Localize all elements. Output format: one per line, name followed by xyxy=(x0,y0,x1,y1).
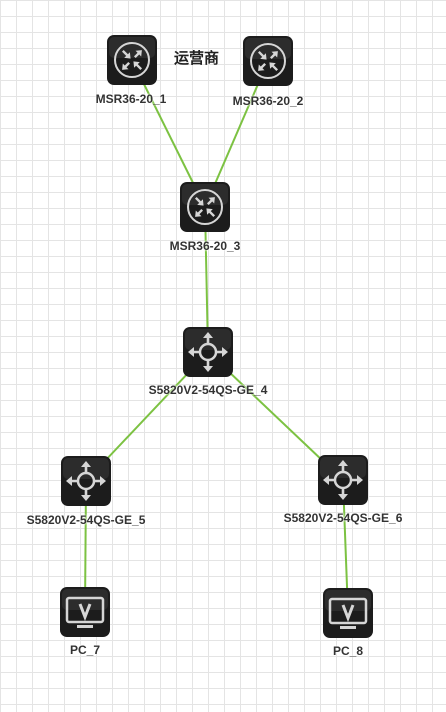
device-body xyxy=(60,587,110,637)
device-pc8[interactable] xyxy=(323,588,373,638)
nodes-layer xyxy=(60,35,373,638)
device-body xyxy=(323,588,373,638)
router-icon xyxy=(250,43,286,79)
switch-icon xyxy=(66,461,106,501)
device-s4[interactable] xyxy=(183,327,233,377)
switch-icon xyxy=(188,332,228,372)
device-label-s4: S5820V2-54QS-GE_4 xyxy=(148,383,268,397)
switch-icon xyxy=(323,460,363,500)
pc-monitor-icon xyxy=(328,597,368,629)
device-body xyxy=(318,455,368,505)
device-label-pc8: PC_8 xyxy=(332,644,364,658)
router-icon xyxy=(187,189,223,225)
device-body xyxy=(61,456,111,506)
device-label-r3: MSR36-20_3 xyxy=(169,239,241,253)
pc-monitor-icon xyxy=(65,596,105,628)
carrier-annotation: 运营商 xyxy=(174,49,220,67)
device-label-s5: S5820V2-54QS-GE_5 xyxy=(26,513,146,527)
device-pc7[interactable] xyxy=(60,587,110,637)
device-r2[interactable] xyxy=(243,36,293,86)
device-label-pc7: PC_7 xyxy=(69,643,101,657)
device-s5[interactable] xyxy=(61,456,111,506)
device-body xyxy=(183,327,233,377)
device-label-r2: MSR36-20_2 xyxy=(232,94,304,108)
router-icon xyxy=(114,42,150,78)
device-r3[interactable] xyxy=(180,182,230,232)
device-r1[interactable] xyxy=(107,35,157,85)
device-label-s6: S5820V2-54QS-GE_6 xyxy=(283,511,403,525)
device-s6[interactable] xyxy=(318,455,368,505)
device-label-r1: MSR36-20_1 xyxy=(95,92,167,106)
